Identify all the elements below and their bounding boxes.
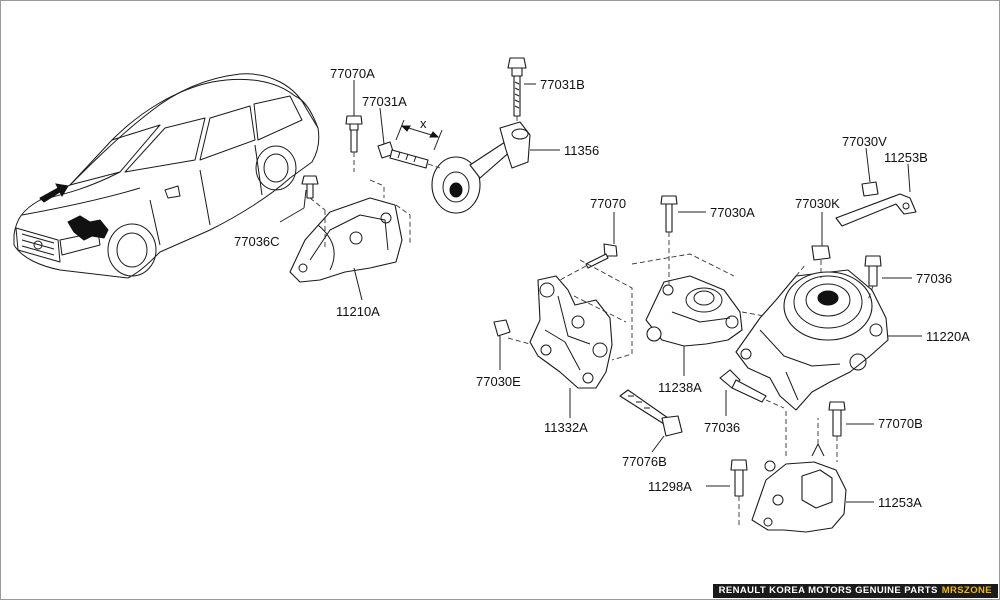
label-11332A: 11332A — [544, 420, 588, 435]
bolt-77076B — [619, 389, 683, 437]
bolt-77036-upper — [864, 255, 882, 301]
part-11220A-mount — [735, 269, 889, 411]
label-77070A: 77070A — [330, 66, 375, 81]
label-77030E: 77030E — [476, 374, 521, 389]
part-11238A-mount — [645, 275, 743, 347]
label-11220A: 11220A — [926, 329, 970, 344]
nut-77030V — [861, 181, 879, 197]
bolt-77036C — [301, 175, 326, 211]
bolt-77031A — [377, 141, 441, 169]
car-illustration — [13, 73, 320, 279]
label-77031A: 77031A — [362, 94, 407, 109]
label-11253A: 11253A — [878, 495, 922, 510]
leader-lines — [279, 80, 922, 503]
part-11253B-bracket — [835, 193, 917, 227]
label-11210A: 11210A — [336, 304, 380, 319]
bolt-11298A — [730, 459, 748, 526]
label-77036C: 77036C — [234, 234, 280, 249]
bolt-77036-lower — [719, 369, 785, 409]
bolt-77070A — [345, 115, 363, 172]
dimension-x — [395, 119, 443, 151]
label-77030K: 77030K — [795, 196, 840, 211]
label-77076B: 77076B — [622, 454, 667, 469]
nut-77030E — [493, 319, 531, 345]
label-77031B: 77031B — [540, 77, 585, 92]
label-77070: 77070 — [590, 196, 626, 211]
label-11356: 11356 — [564, 143, 599, 158]
part-11356-torque-rod — [431, 121, 531, 214]
label-dimension-x: x — [420, 116, 427, 131]
footer-text: RENAULT KOREA MOTORS GENUINE PARTS — [718, 585, 938, 596]
label-11253B: 11253B — [884, 150, 928, 165]
label-77030V: 77030V — [842, 134, 887, 149]
label-77030A: 77030A — [710, 205, 755, 220]
label-11238A: 11238A — [658, 380, 702, 395]
label-77036-upper: 77036 — [916, 271, 952, 286]
footer-brand: MRSZONE — [941, 585, 992, 596]
part-11253A-bracket — [751, 443, 847, 533]
label-11298A: 11298A — [648, 479, 692, 494]
part-11210A-bracket — [289, 197, 403, 283]
bolt-77070B — [828, 401, 846, 462]
bolt-77030A — [660, 195, 678, 286]
label-77070B: 77070B — [878, 416, 923, 431]
part-labels: 77070A 77031B 77031A x 11356 77036C 1121… — [234, 66, 970, 510]
bolt-77070 — [559, 243, 618, 281]
nut-77030K — [811, 245, 831, 278]
label-77036-lower: 77036 — [704, 420, 740, 435]
bolt-77031B — [507, 57, 527, 124]
part-11332A-bracket — [529, 275, 613, 389]
